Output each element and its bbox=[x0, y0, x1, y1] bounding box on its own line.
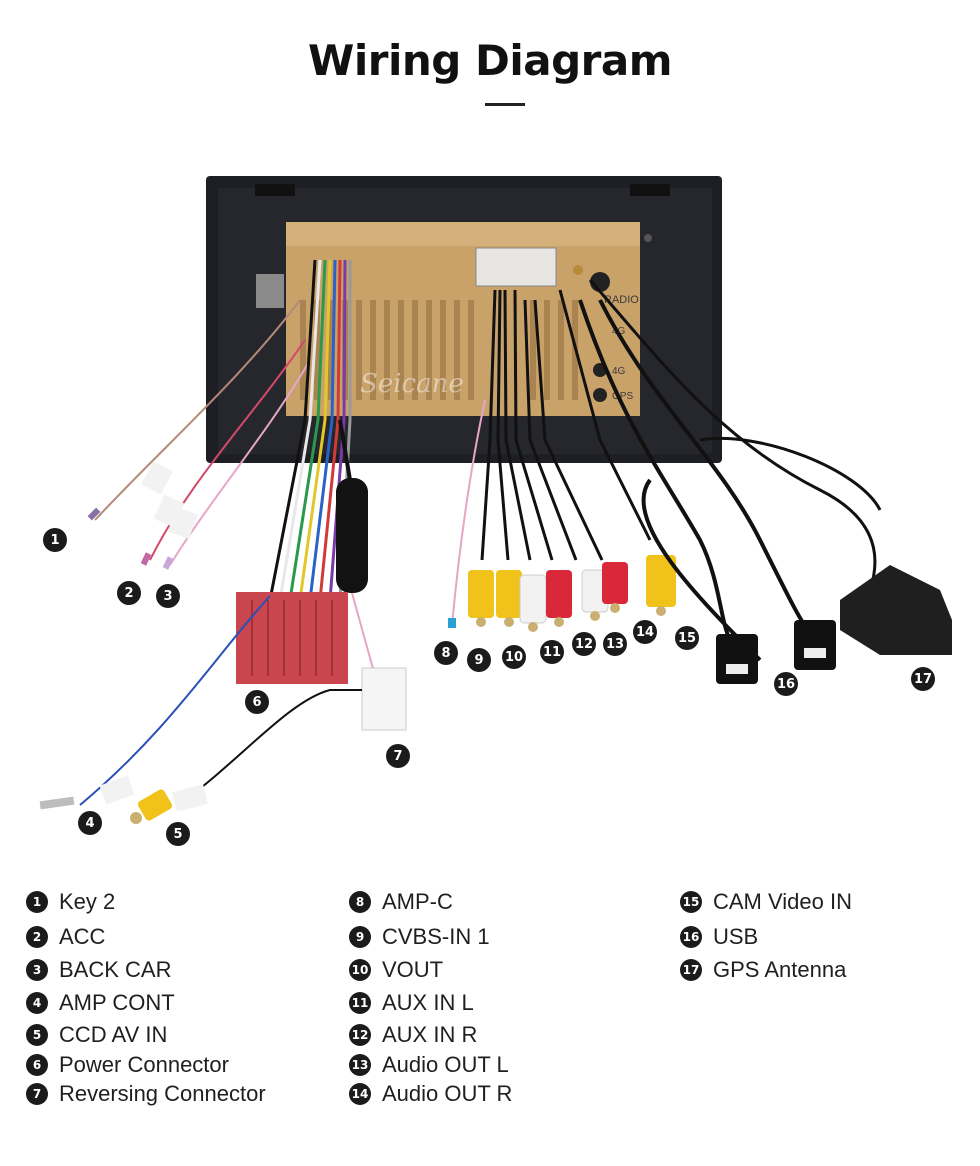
legend-number: 4 bbox=[26, 992, 48, 1014]
legend-item: 8 AMP-C bbox=[349, 889, 453, 915]
callout-4: 4 bbox=[78, 811, 102, 835]
legend-label: ACC bbox=[59, 924, 106, 949]
legend-item: 15 CAM Video IN bbox=[680, 889, 852, 915]
legend-item: 5 CCD AV IN bbox=[26, 1022, 167, 1048]
gps-antenna-box bbox=[840, 565, 952, 655]
legend-number: 11 bbox=[349, 992, 371, 1014]
power-connector bbox=[236, 592, 348, 684]
legend-label: Reversing Connector bbox=[59, 1081, 266, 1106]
amp-cont-terminal bbox=[39, 796, 75, 810]
legend-number: 10 bbox=[349, 959, 371, 981]
pigtail-wires bbox=[94, 299, 311, 566]
legend-label: USB bbox=[713, 924, 759, 949]
callout-9: 9 bbox=[467, 648, 491, 672]
callout-11: 11 bbox=[540, 640, 564, 664]
legend-label: Audio OUT R bbox=[382, 1081, 513, 1106]
radio-port-label: RADIO bbox=[604, 294, 639, 306]
legend-item: 9 CVBS-IN 1 bbox=[349, 924, 490, 950]
page-title: Wiring Diagram bbox=[308, 36, 672, 85]
legend-number: 15 bbox=[680, 891, 702, 913]
rca-audio-out-r bbox=[602, 562, 628, 604]
legend-item: 12 AUX IN R bbox=[349, 1022, 477, 1048]
legend-number: 14 bbox=[349, 1083, 371, 1105]
rca-plugs bbox=[468, 555, 676, 632]
rca-cables bbox=[480, 289, 652, 561]
legend-label: GPS Antenna bbox=[713, 957, 847, 982]
watermark: Seicane bbox=[360, 369, 464, 399]
callout-5: 5 bbox=[166, 822, 190, 846]
legend-number: 3 bbox=[26, 959, 48, 981]
inline-fuse bbox=[336, 478, 368, 593]
legend-number: 6 bbox=[26, 1054, 48, 1076]
legend-number: 16 bbox=[680, 926, 702, 948]
legend-label: CCD AV IN bbox=[59, 1022, 168, 1047]
callout-13: 13 bbox=[603, 632, 627, 656]
tag-5 bbox=[172, 784, 208, 812]
legend-number: 5 bbox=[26, 1024, 48, 1046]
rca-cvbs-in1 bbox=[468, 570, 494, 618]
rca-aux-in-l bbox=[519, 574, 547, 624]
callout-8: 8 bbox=[434, 641, 458, 665]
legend-label: BACK CAR bbox=[59, 957, 172, 982]
legend-number: 13 bbox=[349, 1054, 371, 1076]
legend-number: 12 bbox=[349, 1024, 371, 1046]
rca-cam-video-in bbox=[646, 555, 676, 607]
legend-item: 16 USB bbox=[680, 924, 758, 950]
usb-plug-1 bbox=[716, 634, 758, 684]
fourg-port-label: 4G bbox=[612, 366, 626, 377]
callout-17: 17 bbox=[911, 667, 935, 691]
reversing-connector bbox=[361, 667, 407, 731]
ccd-rca-plug bbox=[137, 789, 173, 821]
callout-10: 10 bbox=[502, 645, 526, 669]
callout-16: 16 bbox=[774, 672, 798, 696]
legend-item: 7 Reversing Connector bbox=[26, 1081, 266, 1107]
legend-number: 7 bbox=[26, 1083, 48, 1105]
tag-4 bbox=[99, 775, 135, 805]
rca-vout bbox=[496, 570, 522, 618]
legend-label: Key 2 bbox=[59, 889, 116, 914]
legend-label: AMP-C bbox=[382, 889, 453, 914]
legend-number: 2 bbox=[26, 926, 48, 948]
title-underline bbox=[485, 103, 525, 106]
legend-item: 4 AMP CONT bbox=[26, 990, 175, 1016]
callout-6: 6 bbox=[245, 690, 269, 714]
legend-label: CVBS-IN 1 bbox=[382, 924, 490, 949]
legend-item: 17 GPS Antenna bbox=[680, 957, 846, 983]
legend-item: 6 Power Connector bbox=[26, 1052, 229, 1078]
legend-item: 10 VOUT bbox=[349, 957, 443, 983]
head-unit: RADIO 4G 4G GPS Seicane bbox=[206, 176, 722, 463]
legend-item: 11 AUX IN L bbox=[349, 990, 474, 1016]
legend-item: 2 ACC bbox=[26, 924, 105, 950]
legend-label: CAM Video IN bbox=[713, 889, 852, 914]
legend-number: 1 bbox=[26, 891, 48, 913]
usb-plug-2 bbox=[794, 620, 836, 670]
callout-2: 2 bbox=[117, 581, 141, 605]
callout-15: 15 bbox=[675, 626, 699, 650]
tag-3 bbox=[168, 507, 198, 539]
legend-item: 13 Audio OUT L bbox=[349, 1052, 509, 1078]
rca-aux-in-r bbox=[546, 570, 572, 618]
legend-number: 17 bbox=[680, 959, 702, 981]
wiring-illustration: RADIO 4G 4G GPS Seicane bbox=[39, 176, 952, 824]
callout-14: 14 bbox=[633, 620, 657, 644]
legend-label: Power Connector bbox=[59, 1052, 229, 1077]
legend-label: Audio OUT L bbox=[382, 1052, 509, 1077]
callout-1: 1 bbox=[43, 528, 67, 552]
legend-label: AUX IN R bbox=[382, 1022, 478, 1047]
legend-number: 9 bbox=[349, 926, 371, 948]
legend-item: 1 Key 2 bbox=[26, 889, 115, 915]
callout-7: 7 bbox=[386, 744, 410, 768]
legend-label: VOUT bbox=[382, 957, 444, 982]
callout-3: 3 bbox=[156, 584, 180, 608]
gps-port-label: GPS bbox=[612, 391, 633, 402]
legend-item: 3 BACK CAR bbox=[26, 957, 171, 983]
legend-label: AUX IN L bbox=[382, 990, 474, 1015]
legend-label: AMP CONT bbox=[59, 990, 175, 1015]
tag-1 bbox=[141, 461, 173, 495]
legend-number: 8 bbox=[349, 891, 371, 913]
legend-item: 14 Audio OUT R bbox=[349, 1081, 512, 1107]
callout-12: 12 bbox=[572, 632, 596, 656]
